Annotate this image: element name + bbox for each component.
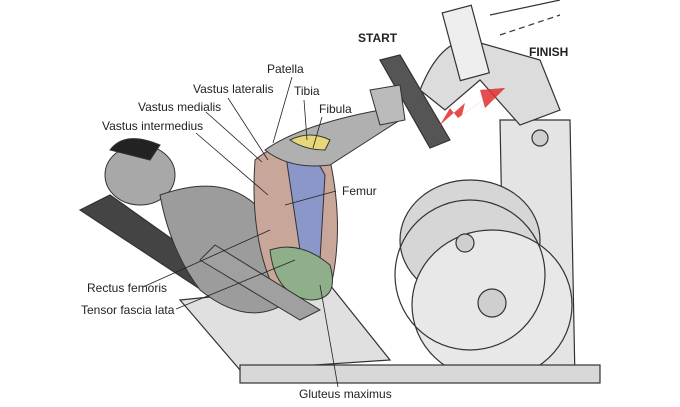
label-tibia: Tibia [294, 84, 320, 98]
finish-label: FINISH [529, 45, 569, 59]
athlete-figure [104, 84, 406, 321]
label-gluteus-maximus: Gluteus maximus [299, 387, 392, 401]
label-rectus-femoris: Rectus femoris [87, 281, 168, 295]
label-vastus-medialis: Vastus medialis [138, 100, 222, 114]
label-fibula: Fibula [319, 102, 352, 116]
label-tensor-fascia-lata: Tensor fascia lata [81, 303, 175, 317]
motion-arrow [440, 88, 505, 125]
label-vastus-lateralis: Vastus lateralis [193, 82, 274, 96]
start-label: START [358, 31, 398, 45]
label-femur: Femur [342, 184, 377, 198]
label-vastus-intermedius: Vastus intermedius [102, 119, 204, 133]
leader-lines [142, 76, 339, 388]
label-patella: Patella [267, 62, 304, 76]
